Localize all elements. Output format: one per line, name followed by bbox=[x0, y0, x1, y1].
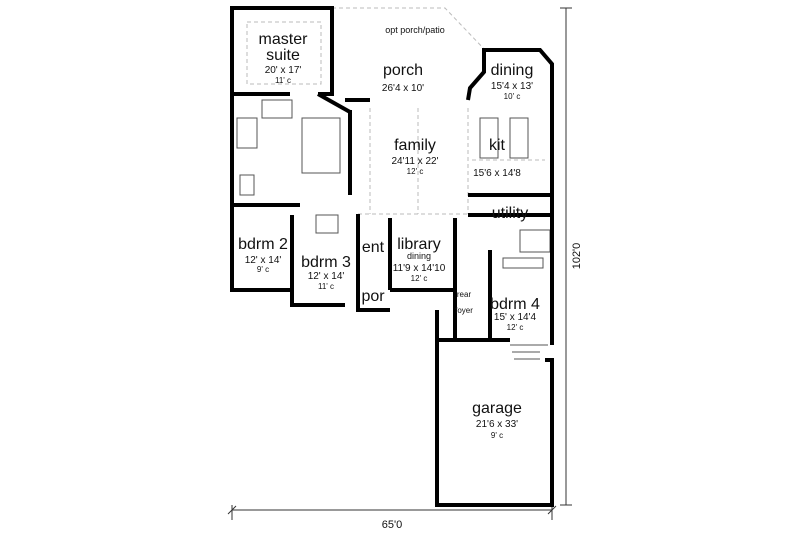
ent-name: ent bbox=[362, 239, 385, 256]
bdrm3-name: bdrm 3 bbox=[301, 254, 351, 271]
library-sub: dining bbox=[407, 251, 431, 261]
kit-dim: 15'6 x 14'8 bbox=[473, 168, 521, 179]
family-name: family bbox=[394, 137, 436, 154]
dining-name: dining bbox=[491, 62, 534, 79]
bdrm3-ceil: 11' c bbox=[318, 282, 334, 291]
bdrm3-dim: 12' x 14' bbox=[308, 271, 345, 282]
dining-dim: 15'4 x 13' bbox=[491, 81, 533, 92]
dining-ceil: 10' c bbox=[504, 92, 521, 101]
bdrm4-ceil: 12' c bbox=[507, 323, 524, 332]
kit-name: kit bbox=[489, 137, 506, 154]
depth-dimension: 102'0 bbox=[571, 243, 583, 270]
width-dimension: 65'0 bbox=[382, 519, 402, 531]
room-labels: opt porch/patio master suite 20' x 17' 1… bbox=[238, 25, 583, 531]
garage-name: garage bbox=[472, 400, 522, 417]
family-ceil: 12' c bbox=[407, 167, 424, 176]
bdrm4-name: bdrm 4 bbox=[490, 296, 540, 313]
bdrm4-dim: 15' x 14'4 bbox=[494, 312, 537, 323]
garage-dim: 21'6 x 33' bbox=[476, 419, 518, 430]
rear-foyer-line1: rear bbox=[457, 290, 472, 299]
utility-name: utility bbox=[492, 205, 528, 222]
master-suite-name-1: master bbox=[259, 31, 309, 48]
bdrm2-ceil: 9' c bbox=[257, 265, 269, 274]
garage-ceil: 9' c bbox=[491, 431, 503, 440]
library-name: library bbox=[397, 236, 441, 253]
rear-foyer-line2: foyer bbox=[455, 306, 473, 315]
bdrm2-name: bdrm 2 bbox=[238, 236, 288, 253]
porch-dim: 26'4 x 10' bbox=[382, 83, 424, 94]
master-suite-dim: 20' x 17' bbox=[265, 65, 302, 76]
bdrm2-dim: 12' x 14' bbox=[245, 255, 282, 266]
walls bbox=[230, 6, 554, 507]
fixtures bbox=[236, 99, 551, 360]
por-name: por bbox=[361, 288, 385, 305]
opt-porch-label: opt porch/patio bbox=[385, 25, 445, 35]
library-dim: 11'9 x 14'10 bbox=[393, 263, 446, 274]
family-dim: 24'11 x 22' bbox=[391, 156, 438, 167]
library-ceil: 12' c bbox=[411, 274, 428, 283]
master-suite-name-2: suite bbox=[266, 47, 300, 64]
porch-name: porch bbox=[383, 62, 423, 79]
master-suite-ceil: 11' c bbox=[275, 76, 291, 85]
dimension-lines bbox=[227, 7, 572, 520]
